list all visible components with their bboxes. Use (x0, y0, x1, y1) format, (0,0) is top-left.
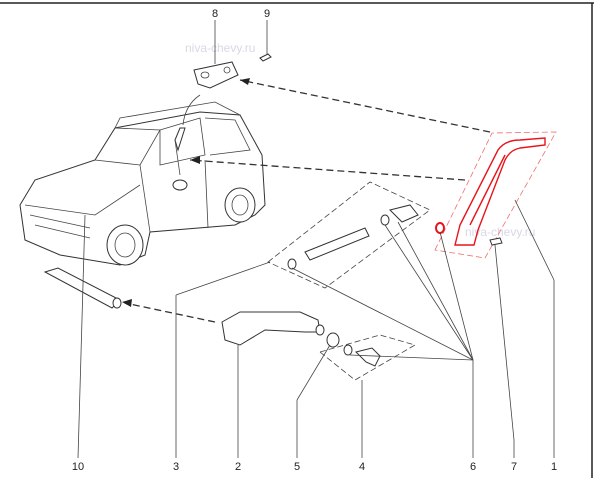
watermark: niva-chevy.ru (185, 41, 255, 55)
part-6-seal-highlight (435, 222, 445, 234)
part-1-highlight-box (434, 131, 557, 259)
arrow-to-part-10 (124, 302, 216, 323)
part-1-snorkel (454, 137, 546, 246)
part-4-elbow (355, 347, 381, 367)
callout-6: 6 (470, 461, 476, 473)
callout-5: 5 (294, 461, 300, 473)
callout-9: 9 (264, 8, 270, 20)
callout-2: 2 (235, 461, 241, 473)
leader-lines (77, 20, 555, 459)
part-5-ring (326, 332, 340, 348)
callout-4: 4 (359, 461, 365, 473)
callout-1: 1 (551, 461, 557, 473)
part-8-bracket (193, 61, 239, 89)
part-2-duct (221, 311, 321, 346)
callout-8: 8 (212, 8, 218, 20)
callout-3: 3 (173, 461, 179, 473)
part-7-screw (489, 237, 503, 246)
callout-10: 10 (72, 461, 84, 473)
callout-7: 7 (511, 461, 517, 473)
arrow-to-vehicle (189, 159, 466, 181)
part-3-pipe (304, 227, 370, 261)
watermark: niva-chevy.ru (465, 225, 535, 239)
vehicle-illustration (19, 101, 266, 266)
arrow-to-bracket (239, 79, 491, 133)
part-9-bolt (259, 53, 272, 62)
